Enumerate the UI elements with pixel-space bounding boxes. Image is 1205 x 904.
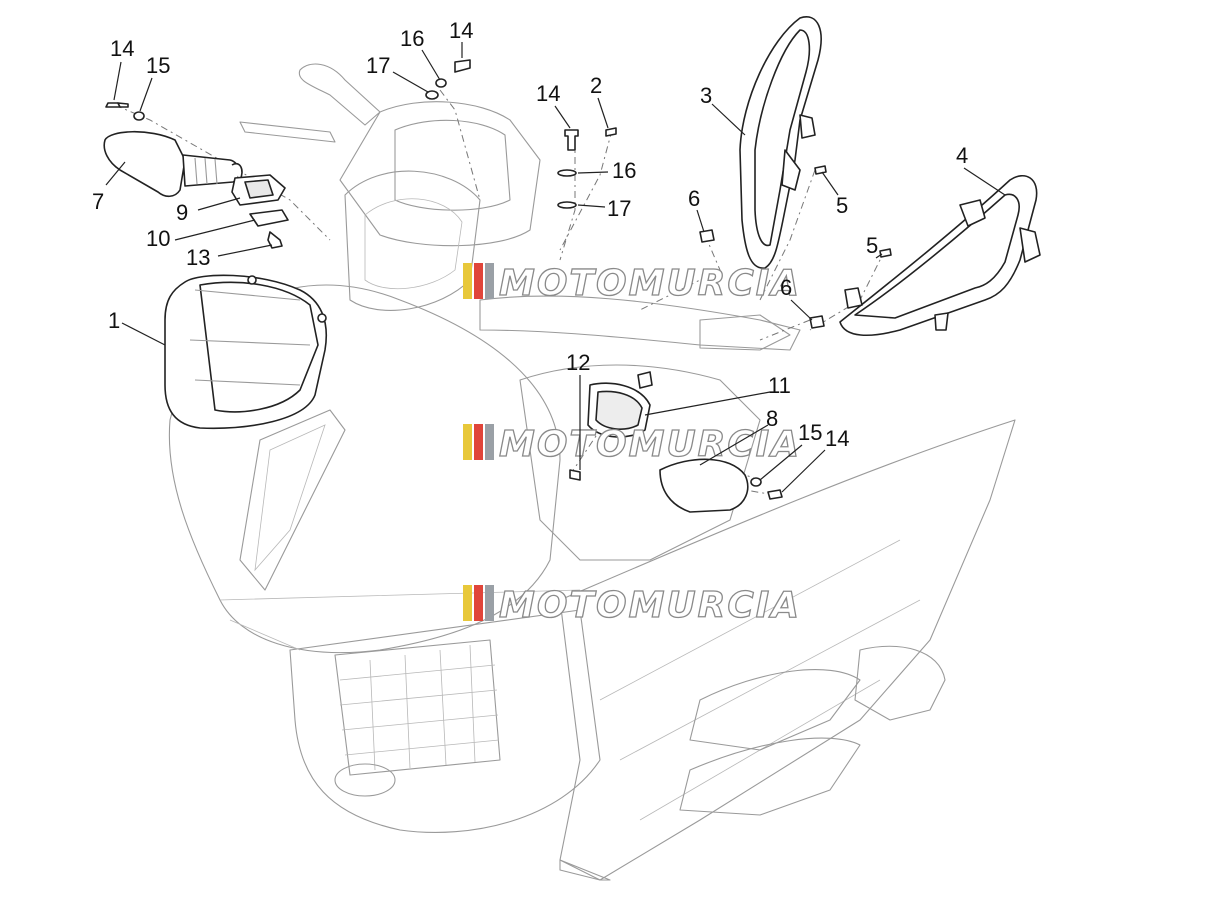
side-light-part-3 xyxy=(739,16,822,269)
callout-4: 4 xyxy=(956,143,968,168)
callout-9: 9 xyxy=(176,200,188,225)
watermark-text: MOTOMURCIA xyxy=(499,585,801,626)
callout-17: 17 xyxy=(607,196,631,221)
callout-6: 6 xyxy=(780,275,792,300)
callout-5: 5 xyxy=(836,193,848,218)
scooter-body-ghost xyxy=(168,63,1016,881)
rear-light-parts xyxy=(569,371,783,513)
callout-12: 12 xyxy=(566,350,590,375)
callout-17: 17 xyxy=(366,53,390,78)
callout-15: 15 xyxy=(146,53,170,78)
leader-lines xyxy=(105,42,1006,493)
callout-3: 3 xyxy=(700,83,712,108)
callout-14: 14 xyxy=(825,426,849,451)
callout-6: 6 xyxy=(688,186,700,211)
screw-part-13 xyxy=(267,231,283,249)
fasteners-center xyxy=(557,127,617,209)
callout-labels: 14 15 7 9 10 13 1 16 17 14 14 2 16 17 3 … xyxy=(92,18,968,451)
headlight-part-1 xyxy=(164,274,327,430)
callout-11: 11 xyxy=(768,373,791,398)
callout-13: 13 xyxy=(186,245,210,270)
watermark-text: MOTOMURCIA xyxy=(499,263,801,304)
callout-14: 14 xyxy=(110,36,134,61)
callout-5: 5 xyxy=(866,233,878,258)
clip-part-10 xyxy=(249,209,289,227)
callout-1: 1 xyxy=(108,308,120,333)
callout-14: 14 xyxy=(536,81,560,106)
watermark-3: MOTOMURCIA xyxy=(463,584,801,627)
screws-part-5 xyxy=(814,165,892,258)
watermark-text: MOTOMURCIA xyxy=(499,424,801,465)
callout-7: 7 xyxy=(92,189,104,214)
bracket-part-9 xyxy=(231,174,286,206)
left-indicator-part-7 xyxy=(103,130,243,198)
watermark-1: MOTOMURCIA xyxy=(463,262,801,305)
callout-14: 14 xyxy=(449,18,473,43)
callout-16: 16 xyxy=(612,158,636,183)
fasteners-top-center xyxy=(425,59,471,100)
watermark-2: MOTOMURCIA xyxy=(463,423,801,466)
callout-16: 16 xyxy=(400,26,424,51)
callout-2: 2 xyxy=(590,73,602,98)
callout-15: 15 xyxy=(798,420,822,445)
callout-8: 8 xyxy=(766,406,778,431)
callout-10: 10 xyxy=(146,226,170,251)
fasteners-top-left xyxy=(105,102,145,121)
clips-part-6 xyxy=(699,229,825,329)
side-light-part-4 xyxy=(839,175,1041,337)
